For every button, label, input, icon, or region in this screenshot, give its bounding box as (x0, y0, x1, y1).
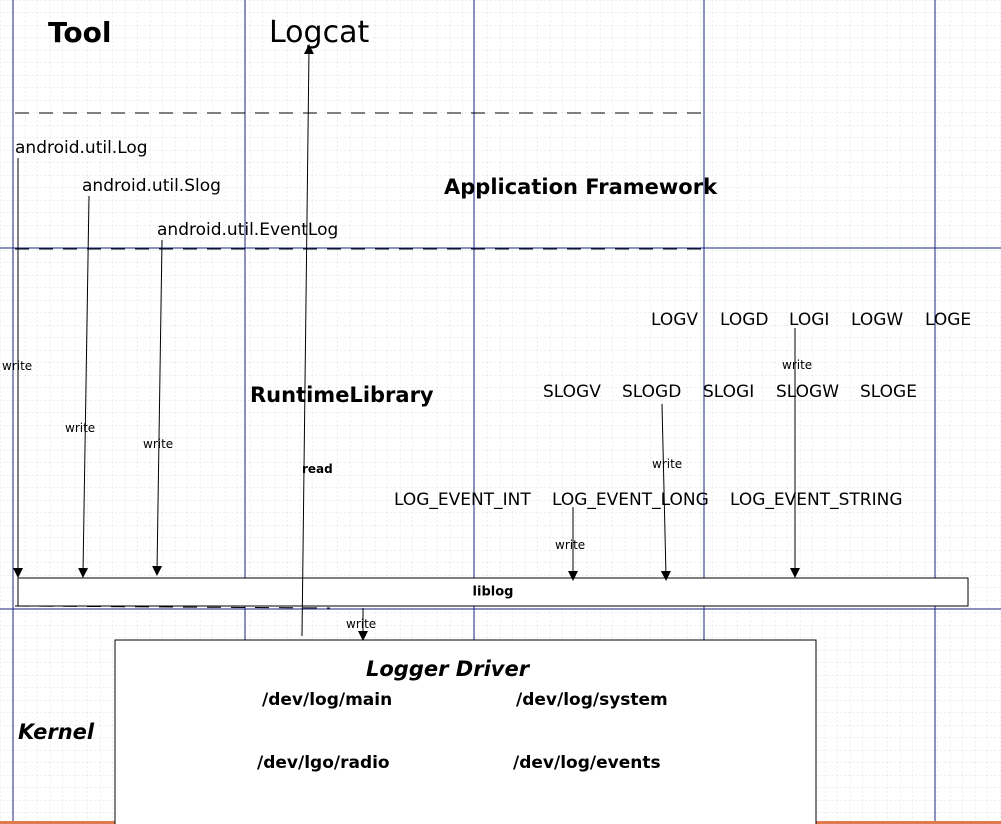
logger-driver-title: Logger Driver (366, 657, 531, 681)
macro-log-event-string: LOG_EVENT_STRING (730, 490, 903, 510)
liblog-label: liblog (473, 585, 514, 600)
device-dev-log-main: /dev/log/main (262, 690, 392, 710)
write-label-eventlog: write (143, 437, 173, 451)
read-label-logcat: read (302, 462, 333, 476)
macro-slogv: SLOGV (543, 382, 601, 402)
macro-slogw: SLOGW (776, 382, 839, 402)
logcat-label: Logcat (269, 15, 369, 50)
write-label-log-macros: write (782, 358, 812, 372)
write-label-slog-macros: write (652, 457, 682, 471)
api-android-util-log: android.util.Log (15, 138, 148, 158)
layer-title-runtime-library: RuntimeLibrary (250, 383, 434, 407)
write-label-liblog: write (346, 617, 376, 631)
macro-slogi: SLOGI (703, 382, 754, 402)
write-label-event-macros: write (555, 538, 585, 552)
liblog-box (17, 577, 969, 607)
macro-logd: LOGD (720, 310, 769, 330)
macro-logi: LOGI (789, 310, 829, 330)
write-label-slog: write (65, 421, 95, 435)
arrow-slog-macros-to-liblog (660, 403, 671, 581)
macro-loge: LOGE (925, 310, 971, 330)
macro-logv: LOGV (651, 310, 698, 330)
arrows (13, 44, 800, 641)
macro-log-event-long: LOG_EVENT_LONG (552, 490, 709, 510)
macro-slogd: SLOGD (622, 382, 681, 402)
device-dev-log-events: /dev/log/events (513, 753, 661, 773)
write-label-log: write (2, 359, 32, 373)
arrow-driver-to-logcat (301, 44, 314, 637)
arrow-slog-to-liblog (78, 195, 90, 578)
macro-log-event-int: LOG_EVENT_INT (394, 490, 531, 510)
device-dev-lgo-radio: /dev/lgo/radio (257, 753, 390, 773)
logger-driver-box (114, 639, 817, 824)
arrow-eventlog-to-liblog (152, 239, 163, 576)
macro-logw: LOGW (851, 310, 903, 330)
macro-sloge: SLOGE (860, 382, 917, 402)
layer-title-kernel: Kernel (18, 720, 95, 744)
layer-title-tool: Tool (48, 16, 111, 49)
layer-title-application-framework: Application Framework (444, 175, 718, 199)
api-android-util-eventlog: android.util.EventLog (157, 220, 338, 240)
api-android-util-slog: android.util.Slog (82, 176, 221, 196)
device-dev-log-system: /dev/log/system (516, 690, 668, 710)
